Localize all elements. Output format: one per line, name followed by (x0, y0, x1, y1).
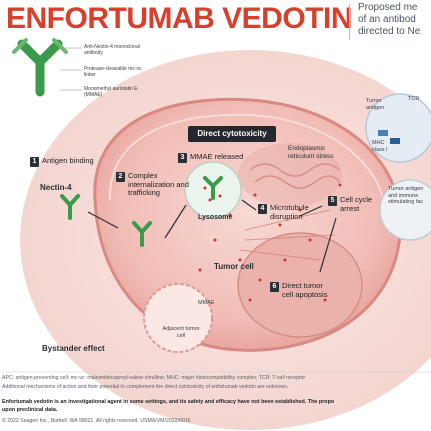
tumor-antigen-release-label: Tumor antigen and immune stimulating fac (388, 186, 424, 205)
tumor-cell-label: Tumor cell (214, 262, 254, 271)
subtitle: Proposed me of an antibod directed to Ne (358, 2, 431, 38)
adjacent-cell (143, 283, 213, 353)
step-2-label: Complex internalization and trafficking (128, 171, 189, 197)
step-5-number: 5 (328, 196, 337, 206)
abbreviations-footnote: APC: antigen-presenting cell; mc-vc: mal… (2, 375, 306, 381)
legend-antibody: Anti-Nectin-4 monoclonal antibody (84, 44, 140, 56)
mmae-label: MMAE (198, 300, 215, 306)
step-3: 3 MMAE released (178, 152, 268, 163)
lysosome-label: Lysosome (198, 214, 233, 221)
step-1: 1 Antigen binding (30, 156, 130, 167)
copyright-footnote: © 2022 Seagen Inc., Bothell, WA 98021. A… (2, 418, 191, 424)
step-5: 5 Cell cycle arrest (328, 195, 378, 213)
step-6-number: 6 (270, 282, 279, 292)
legend-linker: Protease-cleavable mc-vc linker (84, 66, 142, 78)
direct-cytotoxicity-label: Direct cytotoxicity (188, 126, 276, 142)
step-4-number: 4 (258, 204, 267, 214)
step-6: 6 Direct tumor cell apoptosis (270, 281, 330, 299)
subtitle-line-2: of an antibod (358, 14, 416, 25)
apc-cell (365, 93, 431, 163)
subtitle-line-3: directed to Ne (358, 26, 421, 37)
antibody-icon-step1 (60, 194, 80, 220)
nectin-label: Nectin-4 (40, 183, 72, 192)
step-2-number: 2 (116, 172, 125, 182)
nucleus (237, 232, 363, 338)
step-1-number: 1 (30, 157, 39, 167)
t-cell (379, 179, 431, 241)
page-title: ENFORTUMAB VEDOTIN (6, 2, 353, 35)
adjacent-cell-label: Adjacent tumor cell (162, 326, 200, 339)
tcr-label: TCR (408, 96, 420, 102)
disclaimer-footnote: Enfortumab vedotin is an investigational… (2, 399, 335, 405)
step-1-label: Antigen binding (42, 156, 94, 165)
step-6-label: Direct tumor cell apoptosis (282, 281, 328, 299)
bystander-effect-label: Bystander effect (42, 344, 105, 353)
antibody-icon-step2 (132, 221, 152, 247)
step-4-label: Microtubule disruption (270, 203, 309, 221)
er-stress-label: Endoplasmic reticulum stress (288, 145, 334, 160)
additional-mechanisms-footnote: Additional mechanisms of action and thei… (2, 384, 289, 390)
step-4: 4 Microtubule disruption (258, 203, 318, 221)
process-arrows (87, 199, 337, 273)
subtitle-line-1: Proposed me (358, 2, 418, 13)
legend-mmae: Monomethyl auristatin E (MMAE) (84, 86, 138, 98)
step-3-number: 3 (178, 153, 187, 163)
antibody-icon-lysosome (203, 176, 223, 200)
antibody-legend-icon (17, 39, 63, 97)
step-2: 2 Complex internalization and traffickin… (116, 171, 196, 198)
title-divider (349, 4, 350, 40)
step-3-label: MMAE released (190, 152, 244, 161)
disclaimer-footnote-2: upon preclinical data. (2, 407, 58, 413)
mhc-label: MHC class I (372, 140, 388, 153)
step-5-label: Cell cycle arrest (340, 195, 373, 213)
tumor-antigen-label: Tumor antigen (366, 98, 385, 111)
